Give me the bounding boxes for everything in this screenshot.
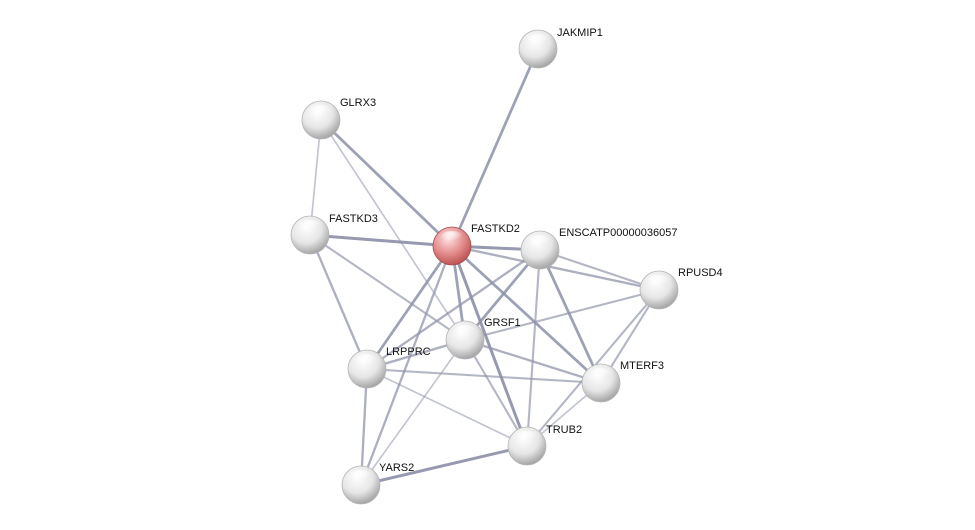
edge-enscatp00000036057-mterf3[interactable]	[538, 248, 603, 385]
node-glrx3[interactable]: GLRX3	[301, 97, 376, 140]
node-shine-enscatp00000036057	[528, 235, 552, 249]
node-shine-glrx3	[309, 105, 333, 119]
node-label-glrx3: GLRX3	[340, 97, 376, 109]
node-label-fastkd3: FASTKD3	[329, 213, 378, 225]
node-fastkd3[interactable]: FASTKD3	[290, 213, 378, 255]
node-lrpprc[interactable]: LRPPRC	[347, 346, 431, 389]
node-shine-lrpprc	[355, 354, 379, 368]
node-label-trub2: TRUB2	[546, 424, 582, 436]
edge-rpusd4-grsf1[interactable]	[463, 288, 661, 342]
nodes-layer: FASTKD2 JAKMIP1GLRX3FASTKD3ENSCATP0000003…	[290, 27, 723, 505]
edge-fastkd2-glrx3[interactable]	[319, 118, 454, 248]
edge-fastkd2-rpusd4[interactable]	[450, 244, 661, 292]
node-label-enscatp00000036057: ENSCATP00000036057	[559, 227, 677, 239]
node-grsf1[interactable]: GRSF1	[445, 317, 521, 360]
node-label-rpusd4: RPUSD4	[678, 267, 723, 279]
node-enscatp00000036057[interactable]: ENSCATP00000036057	[520, 227, 677, 270]
edge-lrpprc-mterf3[interactable]	[365, 367, 603, 385]
edge-fastkd2-lrpprc[interactable]	[365, 244, 454, 371]
node-label-fastkd2: FASTKD2	[471, 223, 520, 235]
edge-glrx3-grsf1[interactable]	[320, 119, 466, 341]
edge-fastkd2-yars2[interactable]	[359, 244, 454, 487]
node-trub2[interactable]: TRUB2	[507, 424, 582, 466]
node-label-mterf3: MTERF3	[620, 360, 664, 372]
edge-grsf1-yars2[interactable]	[360, 339, 466, 486]
node-shine-fastkd2	[440, 231, 464, 245]
node-yars2[interactable]: YARS2	[341, 462, 414, 505]
node-shine-rpusd4	[647, 275, 671, 289]
edge-fastkd3-grsf1[interactable]	[308, 233, 467, 342]
edge-fastkd2-jakmip1[interactable]	[450, 47, 540, 248]
node-mterf3[interactable]: MTERF3	[581, 360, 664, 403]
node-shine-yars2	[349, 470, 373, 484]
edges-layer	[308, 47, 661, 487]
edge-fastkd3-lrpprc[interactable]	[308, 233, 369, 371]
node-jakmip1[interactable]: JAKMIP1	[518, 27, 603, 69]
node-rpusd4[interactable]: RPUSD4	[639, 267, 723, 310]
node-shine-grsf1	[453, 325, 477, 339]
node-shine-fastkd3	[298, 220, 322, 234]
edge-enscatp00000036057-trub2[interactable]	[525, 248, 542, 448]
edge-enscatp00000036057-grsf1[interactable]	[463, 248, 542, 342]
edge-fastkd2-fastkd3[interactable]	[308, 233, 454, 248]
node-shine-jakmip1	[526, 34, 550, 48]
edge-grsf1-trub2[interactable]	[463, 338, 529, 448]
edge-fastkd2-mterf3[interactable]	[450, 244, 603, 385]
node-fastkd2[interactable]: FASTKD2	[432, 223, 520, 266]
edge-grsf1-mterf3[interactable]	[463, 338, 603, 385]
node-shine-trub2	[515, 431, 539, 445]
node-label-yars2: YARS2	[379, 462, 414, 474]
edge-lrpprc-trub2[interactable]	[366, 368, 528, 447]
node-label-jakmip1: JAKMIP1	[557, 27, 603, 39]
node-label-grsf1: GRSF1	[484, 317, 521, 329]
edge-enscatp00000036057-lrpprc[interactable]	[365, 248, 542, 371]
node-label-lrpprc: LRPPRC	[386, 346, 431, 358]
edge-enscatp00000036057-rpusd4[interactable]	[538, 248, 661, 292]
edge-trub2-yars2[interactable]	[359, 444, 529, 487]
edge-fastkd2-trub2[interactable]	[450, 244, 529, 448]
node-shine-mterf3	[589, 368, 613, 382]
